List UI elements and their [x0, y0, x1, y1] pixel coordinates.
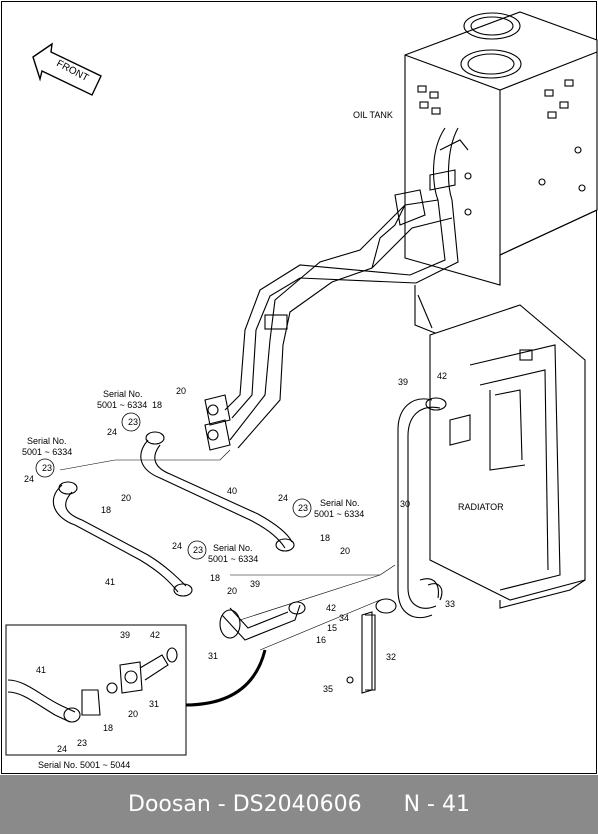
hose-41	[52, 481, 193, 597]
callout-18: 18	[101, 505, 111, 515]
radiator-label: RADIATOR	[458, 502, 504, 512]
callout-15: 15	[327, 623, 337, 633]
footer-bar: Doosan - DS2040606 N - 41	[0, 775, 598, 834]
callout-35: 35	[323, 684, 333, 694]
serial-note-inset: Serial No. 5001 ~ 5044	[38, 760, 130, 770]
hose-40	[140, 431, 295, 552]
serial-note-c-line2: 5001 ~ 6334	[314, 509, 364, 519]
callout-18: 18	[210, 573, 220, 583]
callout-18: 18	[320, 533, 330, 543]
front-arrow-icon: FRONT	[32, 42, 102, 96]
serial-note-a-line1: Serial No.	[103, 389, 143, 399]
callout-41: 41	[36, 665, 46, 675]
callout-23: 23	[193, 545, 203, 555]
clamps	[346, 583, 443, 691]
inset-detail	[7, 647, 178, 723]
callout-24: 24	[278, 493, 288, 503]
leader-lines	[59, 449, 396, 651]
callout-42: 42	[150, 630, 160, 640]
callout-numbers: 23 23 23 23 23 24 24 24 24 24 18 18 18 1…	[24, 371, 455, 754]
elbow-31	[219, 601, 306, 641]
serial-note-d-line1: Serial No.	[213, 543, 253, 553]
callout-34: 34	[339, 613, 349, 623]
callout-24: 24	[24, 474, 34, 484]
callout-39: 39	[398, 377, 408, 387]
callout-41: 41	[105, 577, 115, 587]
callout-39: 39	[250, 579, 260, 589]
callout-32: 32	[386, 652, 396, 662]
footer-brand: Doosan	[128, 792, 211, 817]
hydraulic-piping-diagram: FRONT OIL TANK	[5, 11, 598, 770]
callout-23: 23	[77, 738, 87, 748]
callout-20: 20	[340, 546, 350, 556]
callout-31: 31	[208, 651, 218, 661]
callout-23: 23	[42, 463, 52, 473]
callout-40: 40	[227, 486, 237, 496]
callout-16: 16	[316, 635, 326, 645]
callout-39: 39	[120, 630, 130, 640]
oil-tank	[404, 11, 598, 286]
suction-pipes	[204, 127, 469, 451]
callout-31: 31	[149, 699, 159, 709]
serial-note-a-line2: 5001 ~ 6334	[97, 400, 147, 410]
serial-note-c-line1: Serial No.	[320, 498, 360, 508]
footer-page-label: N - 41	[403, 792, 470, 817]
callout-20: 20	[227, 586, 237, 596]
callout-24: 24	[57, 744, 67, 754]
callout-24: 24	[107, 427, 117, 437]
callout-24: 24	[172, 541, 182, 551]
callout-42: 42	[437, 371, 447, 381]
oil-tank-label: OIL TANK	[353, 110, 393, 120]
circled-callouts	[35, 412, 312, 560]
callout-20: 20	[176, 386, 186, 396]
serial-note-d-line2: 5001 ~ 6334	[208, 554, 258, 564]
serial-note-b-line2: 5001 ~ 6334	[22, 447, 72, 457]
callout-33: 33	[445, 599, 455, 609]
callout-23: 23	[298, 503, 308, 513]
footer-separator: -	[217, 792, 226, 817]
radiator	[429, 304, 586, 609]
callout-20: 20	[121, 493, 131, 503]
callout-18: 18	[152, 400, 162, 410]
callout-18: 18	[103, 723, 113, 733]
inset-pointer	[184, 649, 267, 707]
serial-note-b-line1: Serial No.	[27, 436, 67, 446]
callout-30: 30	[400, 499, 410, 509]
callout-42: 42	[326, 603, 336, 613]
callout-23: 23	[128, 417, 138, 427]
footer-part-number: DS2040606	[232, 792, 362, 817]
callout-20: 20	[128, 709, 138, 719]
